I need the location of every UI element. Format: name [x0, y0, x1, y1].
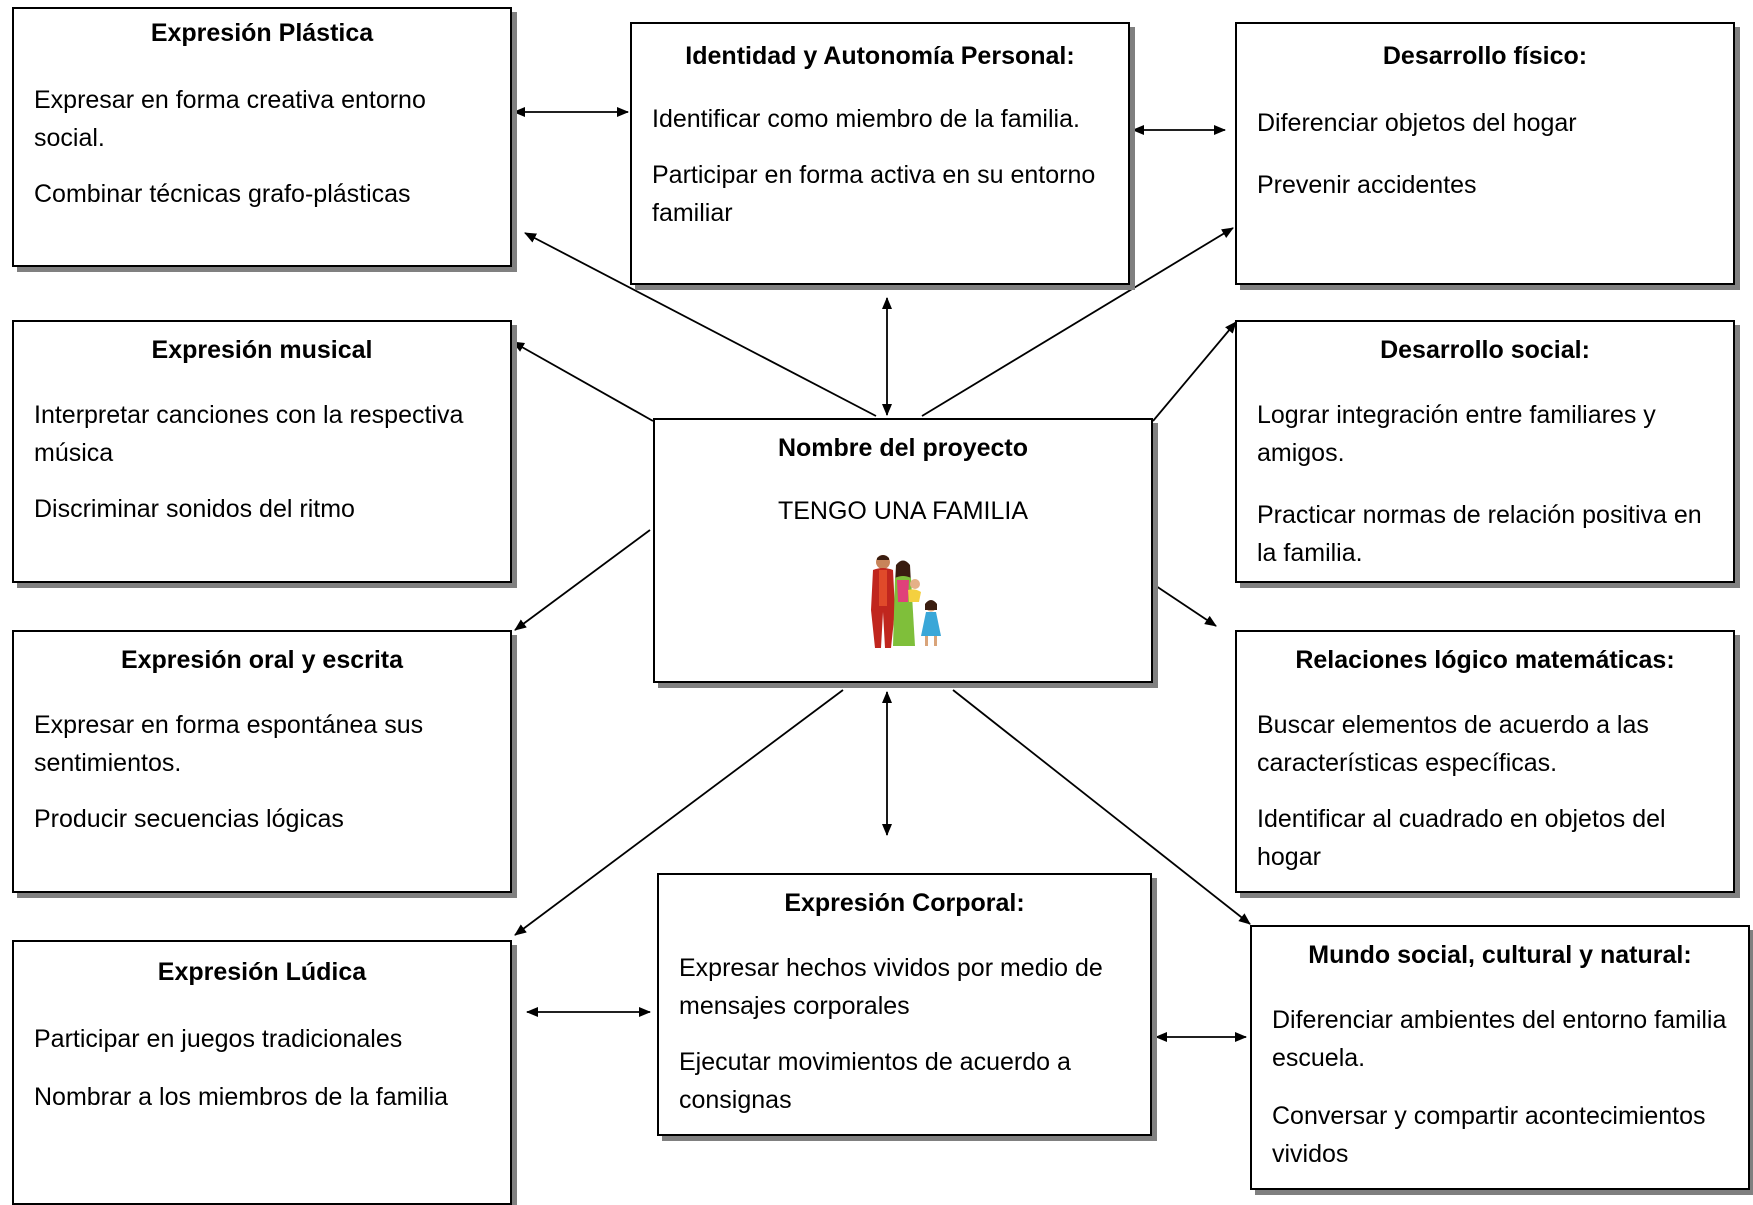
- box-item: Diferenciar objetos del hogar: [1257, 109, 1577, 137]
- box-expresion-corporal: Expresión Corporal: Expresar hechos vivi…: [657, 873, 1152, 1136]
- arrow-to-ludica: [514, 689, 844, 936]
- arrow-to-mundo: [952, 689, 1251, 925]
- box-item: Lograr integración entre familiares y am…: [1257, 401, 1656, 467]
- box-item: Diferenciar ambientes del entorno famili…: [1272, 1006, 1727, 1072]
- box-title: Mundo social, cultural y natural:: [1308, 941, 1692, 969]
- box-item: Prevenir accidentes: [1257, 171, 1477, 199]
- box-item: Expresar hechos vividos por medio de men…: [679, 954, 1103, 1020]
- box-title: Expresión oral y escrita: [120, 646, 404, 674]
- box-title: Desarrollo social:: [1380, 336, 1590, 364]
- box-nombre-proyecto: Nombre del proyecto TENGO UNA FAMILIA: [653, 418, 1153, 683]
- box-expresion-plastica: Expresión Plástica Expresar en forma cre…: [12, 7, 512, 267]
- project-name: TENGO UNA FAMILIA: [777, 497, 1029, 525]
- box-mundo-social-cultural-natural: Mundo social, cultural y natural: Difere…: [1250, 925, 1750, 1190]
- box-desarrollo-social: Desarrollo social: Lograr integración en…: [1235, 320, 1735, 583]
- box-item: Discriminar sonidos del ritmo: [34, 495, 355, 523]
- box-title: Relaciones lógico matemáticas:: [1295, 646, 1675, 674]
- box-title: Expresión Lúdica: [157, 958, 367, 986]
- box-item: Combinar técnicas grafo-plásticas: [34, 180, 411, 208]
- arrow-to-social: [1152, 321, 1237, 422]
- box-item: Buscar elementos de acuerdo a las caract…: [1257, 711, 1649, 777]
- box-title: Desarrollo físico:: [1382, 42, 1588, 70]
- box-title: Expresión Plástica: [150, 19, 374, 47]
- box-item: Ejecutar movimientos de acuerdo a consig…: [679, 1048, 1071, 1114]
- box-item: Producir secuencias lógicas: [34, 805, 344, 833]
- arrow-to-logico: [1152, 583, 1217, 627]
- box-identidad-autonomia: Identidad y Autonomía Personal: Identifi…: [630, 22, 1130, 285]
- box-relaciones-logico-matematicas: Relaciones lógico matemáticas: Buscar el…: [1235, 630, 1735, 893]
- box-item: Participar en juegos tradicionales: [34, 1025, 403, 1053]
- arrow-to-oral: [514, 529, 651, 631]
- arrow-to-fisico: [921, 227, 1234, 417]
- box-expresion-musical: Expresión musical Interpretar canciones …: [12, 320, 512, 583]
- box-expresion-oral-escrita: Expresión oral y escrita Expresar en for…: [12, 630, 512, 893]
- box-item: Nombrar a los miembros de la familia: [34, 1083, 449, 1111]
- box-item: Identificar como miembro de la familia.: [652, 105, 1080, 133]
- box-expresion-ludica: Expresión Lúdica Participar en juegos tr…: [12, 940, 512, 1205]
- arrow-to-plastica: [524, 232, 877, 417]
- box-item: Practicar normas de relación positiva en…: [1257, 501, 1702, 567]
- box-item: Expresar en forma creativa entorno socia…: [34, 86, 426, 152]
- box-item: Expresar en forma espontánea sus sentimi…: [34, 711, 424, 777]
- box-item: Interpretar canciones con la respectiva …: [34, 401, 464, 467]
- arrow-to-musical: [512, 341, 654, 422]
- box-title: Expresión Corporal:: [784, 889, 1025, 917]
- box-title: Nombre del proyecto: [777, 434, 1029, 462]
- box-item: Identificar al cuadrado en objetos del h…: [1257, 805, 1666, 871]
- box-desarrollo-fisico: Desarrollo físico: Diferenciar objetos d…: [1235, 22, 1735, 285]
- family-illustration-icon: [871, 555, 941, 648]
- box-title: Identidad y Autonomía Personal:: [685, 42, 1075, 70]
- box-item: Participar en forma activa en su entorno…: [652, 161, 1096, 227]
- box-item: Conversar y compartir acontecimientos vi…: [1272, 1102, 1706, 1168]
- box-title: Expresión musical: [151, 336, 373, 364]
